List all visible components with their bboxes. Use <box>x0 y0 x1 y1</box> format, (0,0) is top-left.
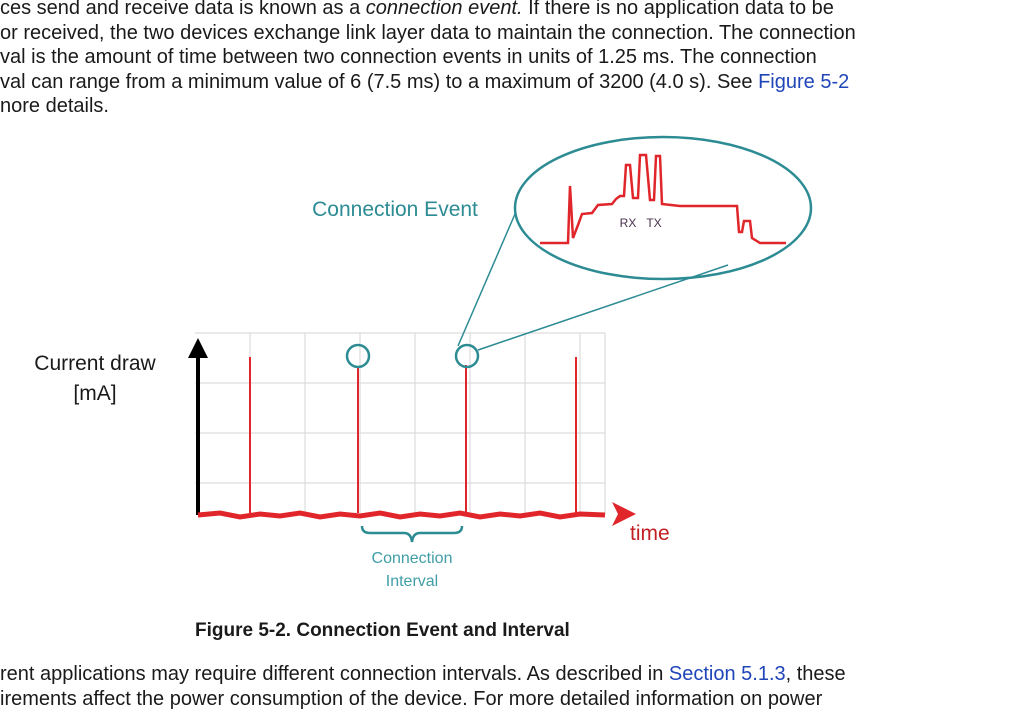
rx-label: RX <box>620 216 637 230</box>
event-marker-2 <box>454 343 480 369</box>
followup-paragraph: rent applications may require different … <box>0 662 846 711</box>
figure-caption: Figure 5-2. Connection Event and Interva… <box>195 620 570 641</box>
tx-label: TX <box>646 216 661 230</box>
followup-line-2: irements affect the power consumption of… <box>0 687 823 710</box>
interval-brace <box>360 525 464 543</box>
event-marker-1 <box>345 343 371 369</box>
zoom-ellipse <box>513 135 813 281</box>
event-spikes <box>249 357 577 513</box>
intro-line-2: or received, the two devices exchange li… <box>0 21 856 44</box>
y-axis-label-line-1: Current draw <box>34 352 156 375</box>
x-axis-signal <box>197 502 636 526</box>
intro-line-1: ces send and receive data is known as a … <box>0 0 856 21</box>
followup-line-1: rent applications may require different … <box>0 663 846 685</box>
zoom-waveform <box>540 153 786 245</box>
y-axis <box>188 338 208 515</box>
section-5-1-3-link[interactable]: Section 5.1.3 <box>668 663 786 685</box>
y-axis-label-line-2: [mA] <box>73 382 116 405</box>
zoom-connector <box>457 213 729 351</box>
figure-5-2-link[interactable]: Figure 5-2 <box>758 70 850 93</box>
interval-label-line-1: Connection <box>372 550 453 567</box>
intro-line-4: val can range from a minimum value of 6 … <box>0 70 850 93</box>
connection-event-term: connection event. <box>365 0 523 19</box>
intro-line-3: val is the amount of time between two co… <box>0 46 817 69</box>
intro-line-5: nore details. <box>0 95 109 118</box>
intro-paragraph: ces send and receive data is known as a … <box>0 0 856 119</box>
plot-grid <box>195 332 606 515</box>
x-axis-label: time <box>630 522 670 545</box>
interval-label-line-2: Interval <box>386 573 438 590</box>
connection-event-label: Connection Event <box>312 198 478 221</box>
